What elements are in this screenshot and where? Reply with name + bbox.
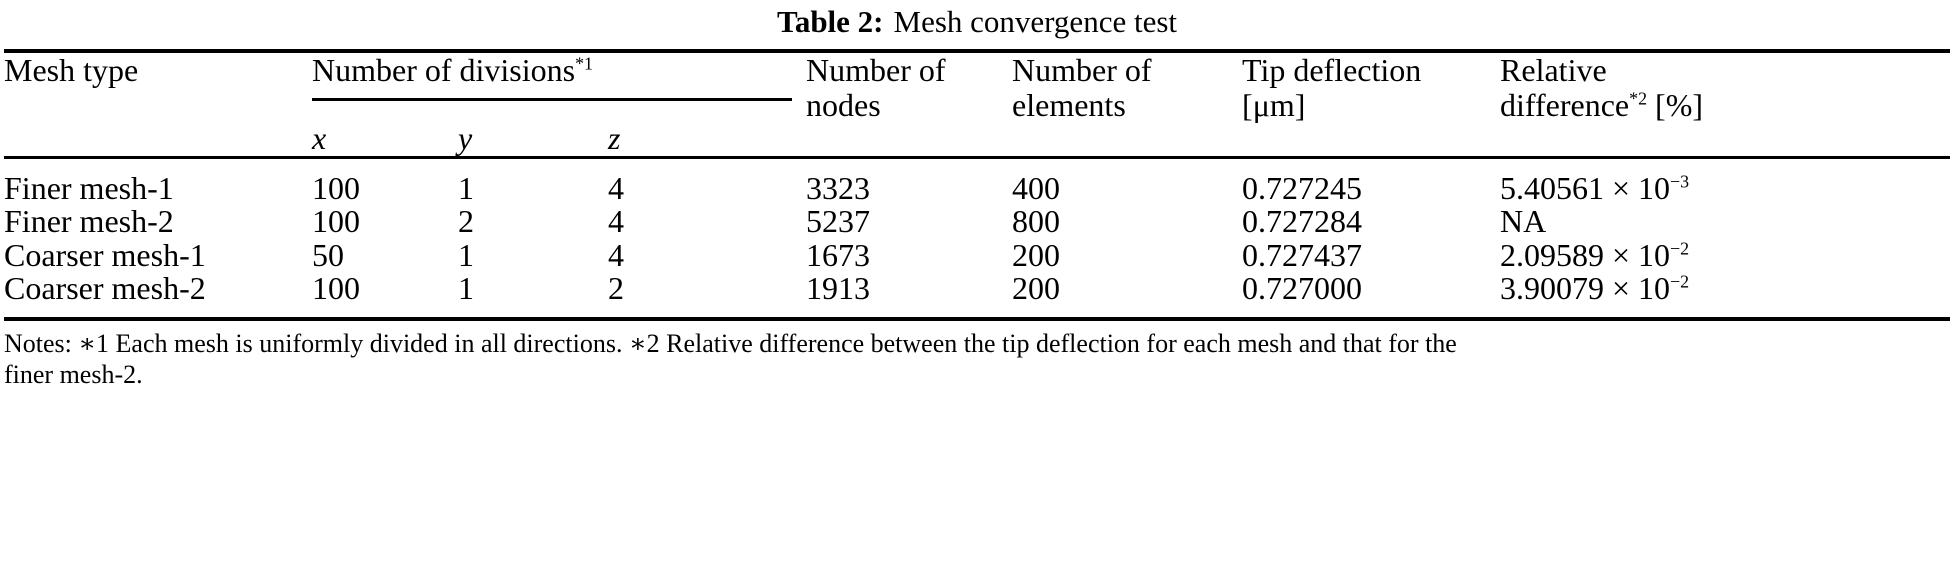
relative-mantissa: NA: [1500, 203, 1547, 240]
table-row: Finer mesh-1 100 1 4 3323 400 0.727245 5…: [4, 159, 1950, 206]
table-notes: Notes: ∗1 Each mesh is uniformly divided…: [4, 321, 1950, 390]
relative-mantissa: 3.90079 × 10: [1500, 270, 1671, 307]
subheader-spacer-mesh: [4, 122, 312, 156]
cell-tip-deflection: 0.727284: [1242, 203, 1362, 240]
cell-elements: 200: [1012, 236, 1060, 273]
header-tip-deflection: Tip deflection [μm]: [1242, 53, 1500, 122]
header-divisions-group: Number of divisions*1: [312, 53, 806, 122]
relative-exponent: −2: [1670, 238, 1690, 259]
cell-divisions-x: 50: [312, 236, 344, 273]
header-tip-line1: Tip deflection: [1242, 52, 1422, 88]
header-elements-line2: elements: [1012, 86, 1126, 123]
cell-divisions-y: 1: [458, 270, 474, 307]
cell-mesh-type: Finer mesh-2: [4, 203, 174, 240]
table-body: Finer mesh-1 100 1 4 3323 400 0.727245 5…: [4, 159, 1950, 317]
header-relative-note: *2: [1629, 87, 1648, 108]
relative-mantissa: 2.09589 × 10: [1500, 236, 1671, 273]
subheader-spacer-tip: [1242, 122, 1500, 156]
table-header-rule: [4, 155, 1950, 159]
cell-divisions-z: 2: [608, 270, 624, 307]
table-caption: Table 2: Mesh convergence test: [4, 0, 1950, 49]
cell-elements: 200: [1012, 270, 1060, 307]
table-row: Coarser mesh-2 100 1 2 1913 200 0.727000…: [4, 272, 1950, 317]
caption-label: Table 2:: [776, 4, 884, 39]
cell-relative-difference: 3.90079 × 10−2: [1500, 272, 1950, 317]
cell-mesh-type: Finer mesh-1: [4, 169, 174, 206]
cell-divisions-y: 1: [458, 236, 474, 273]
header-relative-difference: Relative difference*2 [%]: [1500, 53, 1950, 122]
header-nodes-line1: Number of: [806, 52, 946, 88]
header-row-sub: x y z: [4, 120, 1950, 157]
header-divisions-note: *1: [575, 53, 593, 74]
cell-nodes: 5237: [806, 203, 870, 240]
cell-mesh-type: Coarser mesh-2: [4, 270, 206, 307]
notes-line-2: finer mesh-2.: [4, 359, 143, 389]
cell-nodes: 1913: [806, 270, 870, 307]
cell-divisions-y: 1: [458, 169, 474, 206]
header-divisions-text: Number of divisions: [312, 52, 576, 88]
header-relative-word: difference: [1500, 86, 1630, 123]
subheader-x: x: [312, 120, 327, 157]
caption-text: Mesh convergence test: [893, 4, 1178, 39]
cell-divisions-x: 100: [312, 203, 360, 240]
table-head: Mesh type Number of divisions*1 Number o…: [4, 53, 1950, 156]
cell-divisions-x: 100: [312, 270, 360, 307]
header-tip-line2: [μm]: [1242, 86, 1306, 123]
header-relative-unit: [%]: [1647, 86, 1703, 123]
relative-exponent: −3: [1670, 171, 1690, 192]
subheader-z: z: [608, 120, 621, 157]
cell-divisions-z: 4: [608, 203, 624, 240]
cell-relative-difference: 2.09589 × 10−2: [1500, 236, 1950, 273]
cell-tip-deflection: 0.727245: [1242, 169, 1362, 206]
cell-mesh-type: Coarser mesh-1: [4, 236, 206, 273]
cell-divisions-y: 2: [458, 203, 474, 240]
notes-line-1: Notes: ∗1 Each mesh is uniformly divided…: [4, 329, 1457, 359]
mesh-convergence-table-body: Finer mesh-1 100 1 4 3323 400 0.727245 5…: [4, 159, 1950, 317]
subheader-y: y: [458, 120, 473, 157]
header-mesh-type: Mesh type: [4, 53, 312, 122]
header-row-main: Mesh type Number of divisions*1 Number o…: [4, 53, 1950, 122]
cell-tip-deflection: 0.727000: [1242, 270, 1362, 307]
cell-nodes: 3323: [806, 169, 870, 206]
cell-elements: 400: [1012, 169, 1060, 206]
table-bottom-rule: [4, 317, 1950, 322]
header-nodes-line2: nodes: [806, 86, 881, 123]
divisions-group-rule: [312, 90, 793, 101]
subheader-spacer-relative: [1500, 122, 1950, 156]
table-top-rule: [4, 49, 1950, 53]
cell-relative-difference: 5.40561 × 10−3: [1500, 159, 1950, 206]
header-elements: Number of elements: [1012, 53, 1242, 122]
relative-mantissa: 5.40561 × 10: [1500, 169, 1671, 206]
subheader-spacer-nodes: [806, 122, 1012, 156]
cell-tip-deflection: 0.727437: [1242, 236, 1362, 273]
table-row: Coarser mesh-1 50 1 4 1673 200 0.727437 …: [4, 236, 1950, 273]
mesh-convergence-table: Mesh type Number of divisions*1 Number o…: [4, 53, 1950, 156]
subheader-spacer-elements: [1012, 122, 1242, 156]
header-divisions-title: Number of divisions*1: [312, 53, 806, 88]
cell-nodes: 1673: [806, 236, 870, 273]
cell-divisions-x: 100: [312, 169, 360, 206]
header-elements-line1: Number of: [1012, 52, 1152, 88]
header-relative-line2: difference*2 [%]: [1500, 86, 1950, 123]
relative-exponent: −2: [1670, 271, 1690, 292]
cell-relative-difference: NA: [1500, 203, 1950, 240]
cell-divisions-z: 4: [608, 236, 624, 273]
table-row: Finer mesh-2 100 2 4 5237 800 0.727284 N…: [4, 203, 1950, 240]
cell-divisions-z: 4: [608, 169, 624, 206]
header-relative-line1: Relative: [1500, 52, 1607, 88]
cell-elements: 800: [1012, 203, 1060, 240]
header-nodes: Number of nodes: [806, 53, 1012, 122]
header-mesh-type-label: Mesh type: [4, 52, 139, 88]
